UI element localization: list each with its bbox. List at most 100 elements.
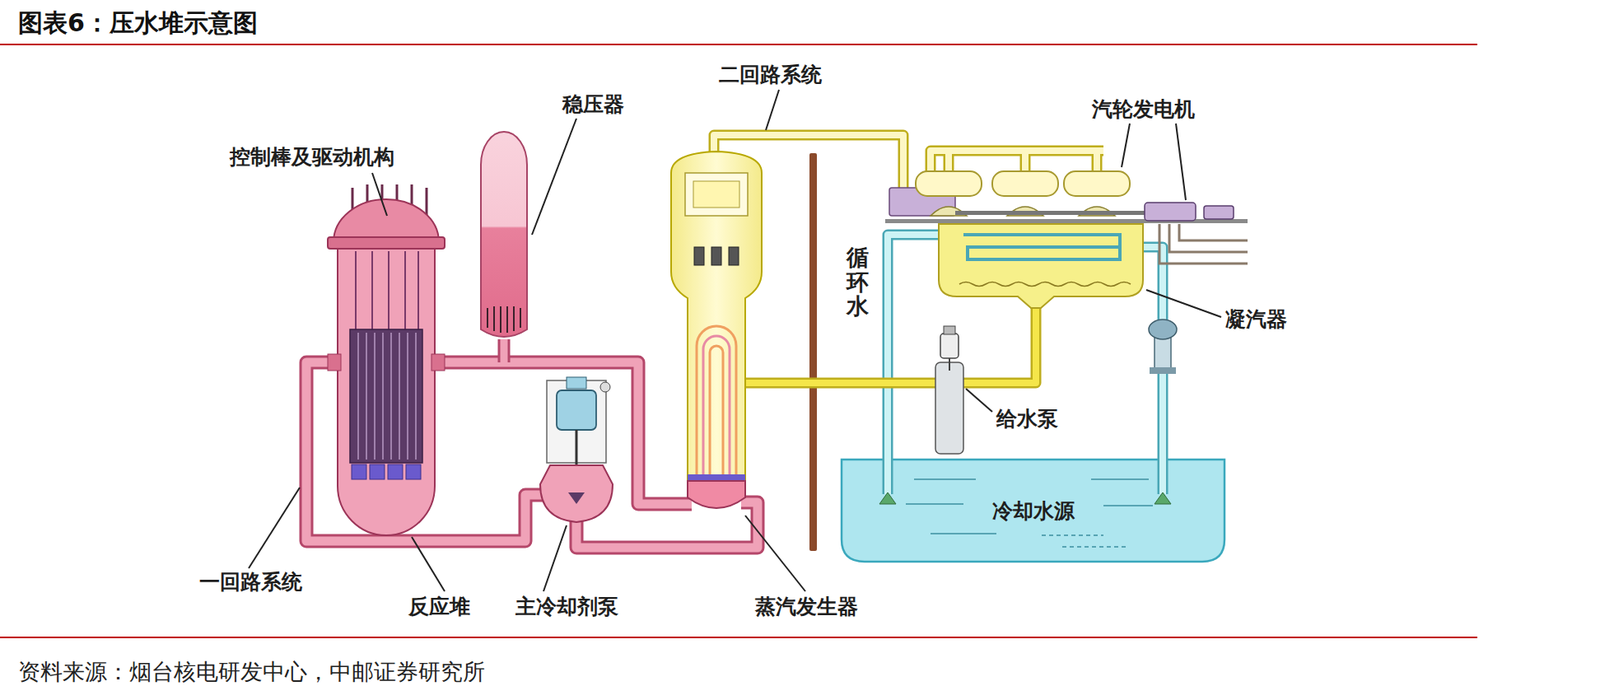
reactor-core bbox=[349, 329, 423, 463]
generator bbox=[1144, 202, 1196, 221]
pump-motor bbox=[1148, 319, 1177, 340]
ripple bbox=[1062, 545, 1129, 548]
support-block bbox=[369, 464, 385, 480]
support-block bbox=[387, 464, 403, 480]
heater bbox=[513, 306, 515, 332]
circulating-water-wall bbox=[809, 153, 817, 551]
part-label: 一回路系统 bbox=[199, 569, 303, 595]
leader-lines bbox=[248, 89, 1222, 592]
separator bbox=[728, 247, 739, 266]
condenser-tubes bbox=[963, 234, 1120, 260]
power-lead bbox=[1169, 223, 1248, 252]
pool-region: 冷却水源 bbox=[841, 459, 1225, 562]
part-label: 二回路系统 bbox=[718, 62, 822, 88]
leader-line bbox=[411, 536, 445, 592]
leader-line bbox=[543, 525, 567, 592]
ripple bbox=[930, 532, 997, 535]
core-support bbox=[351, 464, 421, 480]
part-label: 汽轮发电机 bbox=[1091, 97, 1195, 122]
exciter bbox=[1203, 205, 1234, 220]
nozzle bbox=[431, 354, 445, 371]
fuel-rod bbox=[357, 332, 360, 460]
vessel-body bbox=[337, 248, 435, 536]
feed-pump bbox=[935, 326, 964, 454]
control-rod bbox=[354, 251, 357, 330]
part-label: 给水泵 bbox=[996, 406, 1059, 432]
intake-nozzle bbox=[879, 492, 896, 504]
support-block bbox=[405, 464, 421, 480]
leader-line bbox=[1121, 123, 1130, 168]
u-tubes bbox=[696, 326, 737, 478]
control-rods bbox=[355, 251, 419, 330]
impeller bbox=[568, 492, 585, 504]
pipe-fill bbox=[500, 339, 509, 363]
heater bbox=[493, 306, 495, 332]
leader-line bbox=[765, 89, 780, 131]
part-label: 蒸汽发生器 bbox=[755, 594, 859, 620]
nozzle bbox=[327, 354, 341, 371]
circulating-pump bbox=[1148, 319, 1177, 374]
control-rod bbox=[387, 251, 390, 330]
feed-pump-shaft bbox=[948, 358, 951, 371]
reactor-vessel bbox=[327, 184, 445, 536]
part-label: 稳压器 bbox=[562, 92, 625, 117]
pipe-fill bbox=[745, 306, 1036, 383]
support-block bbox=[351, 464, 367, 480]
ripple bbox=[1091, 478, 1149, 481]
power-lead bbox=[1159, 223, 1248, 264]
pump-motor bbox=[556, 390, 597, 430]
separator bbox=[694, 247, 705, 266]
vessel-flange bbox=[327, 237, 445, 249]
fuel-rod bbox=[365, 332, 368, 460]
pipe-outline bbox=[498, 339, 511, 363]
steam-generator bbox=[671, 151, 762, 509]
leader-line bbox=[1175, 123, 1186, 201]
fuel-rod bbox=[415, 332, 417, 460]
caption-rule bbox=[0, 636, 1478, 639]
u-tube bbox=[709, 345, 724, 478]
fuel-rod bbox=[398, 332, 401, 460]
ripple bbox=[905, 503, 964, 505]
heater bbox=[486, 307, 489, 328]
heater bbox=[519, 307, 522, 328]
turbine-shaft bbox=[955, 210, 1153, 215]
pump-gauge bbox=[600, 382, 611, 392]
pressurizer-shell bbox=[480, 131, 528, 337]
leader-line bbox=[531, 118, 577, 235]
turbine-casing bbox=[992, 171, 1059, 196]
main-coolant-pump bbox=[540, 377, 613, 523]
figure-title: 图表6：压水堆示意图 bbox=[18, 6, 258, 41]
pipe-outline bbox=[745, 306, 1036, 383]
part-label: 反应堆 bbox=[408, 594, 471, 620]
water-ripples bbox=[905, 479, 1153, 547]
control-rod bbox=[404, 251, 406, 330]
tube-sheet bbox=[687, 474, 746, 481]
feed-pump-motor bbox=[940, 333, 959, 359]
control-rod bbox=[417, 251, 420, 330]
sg-dryer bbox=[685, 172, 748, 216]
pump-volute bbox=[540, 465, 613, 523]
part-label: 控制棒及驱动机构 bbox=[229, 144, 395, 170]
hotwell-water bbox=[959, 282, 1131, 287]
power-leads bbox=[1159, 223, 1248, 264]
sg-dryer-inner bbox=[693, 181, 740, 208]
ripple bbox=[1103, 504, 1153, 507]
pump-base bbox=[1149, 367, 1176, 374]
fuel-rod bbox=[373, 332, 376, 460]
intake-nozzle bbox=[1154, 492, 1171, 504]
leader-line bbox=[1146, 289, 1222, 318]
part-label: 主冷却剂泵 bbox=[515, 594, 619, 620]
heater bbox=[499, 306, 502, 333]
heater bbox=[506, 306, 509, 333]
heaters bbox=[487, 306, 521, 333]
pump-body bbox=[1154, 337, 1171, 371]
fuel-rod bbox=[382, 332, 384, 460]
control-rod bbox=[371, 251, 374, 330]
leader-line bbox=[965, 388, 993, 412]
pump-cap bbox=[566, 377, 587, 389]
part-label: 凝汽器 bbox=[1225, 307, 1288, 332]
title-rule bbox=[0, 43, 1478, 46]
ripple bbox=[1041, 534, 1104, 537]
ripple bbox=[914, 478, 976, 481]
leader-line bbox=[372, 172, 388, 216]
